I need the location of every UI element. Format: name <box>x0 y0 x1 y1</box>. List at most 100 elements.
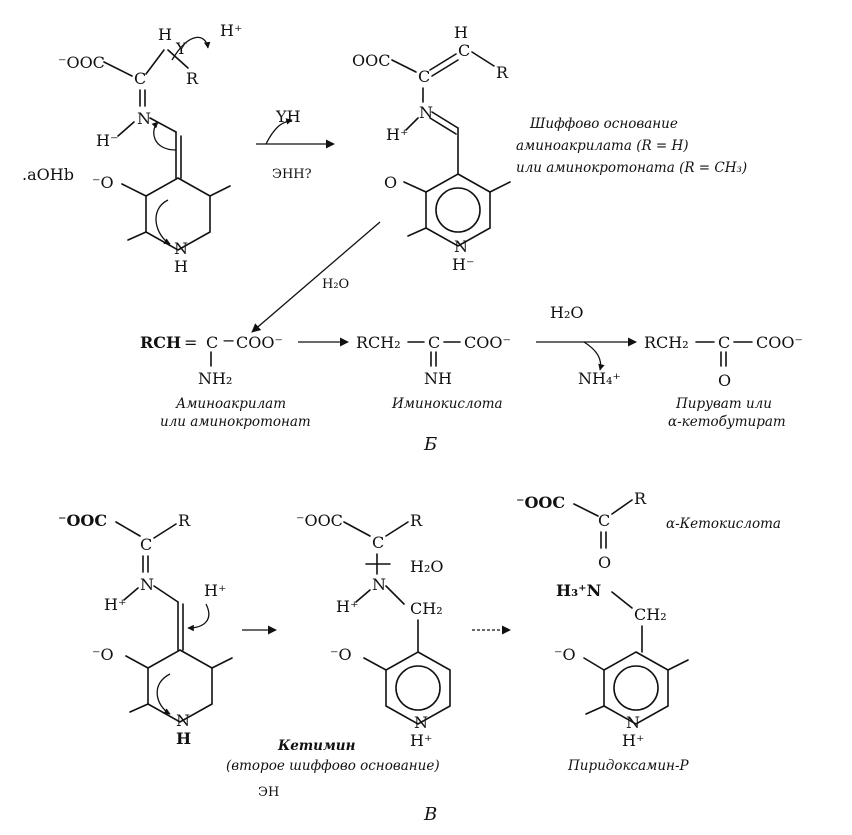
methyl-bond <box>407 227 427 237</box>
ring-nh-hydrogen-label: H <box>176 729 191 748</box>
alpha-carbon-label: C <box>418 67 430 86</box>
methyl-bond <box>667 659 689 671</box>
bond <box>355 589 371 603</box>
carboxylate-label: COO⁻ <box>236 333 283 352</box>
imino-group-label: NH <box>424 369 452 388</box>
bond <box>103 61 133 77</box>
r-group-label: R <box>634 489 647 508</box>
keto-oxygen-label: O <box>718 371 731 390</box>
double-bond-sign: = <box>184 333 197 352</box>
ketimine-caption: Кетимин <box>277 738 356 754</box>
carbon-label: C <box>428 333 440 352</box>
alpha-carbon-label: C <box>134 69 146 88</box>
bond <box>125 655 149 669</box>
alpha-carbon-label: C <box>140 535 152 554</box>
proton-label: H⁺ <box>220 21 242 40</box>
keto-carbon-label: C <box>598 511 610 530</box>
imine-nitrogen-label: N <box>137 109 151 128</box>
iminoacid-caption: Иминокислота <box>391 396 503 412</box>
keto-oxygen-label: O <box>598 553 611 572</box>
ring-nh-hydrogen-label: H <box>174 257 188 276</box>
carboxylate-label: ⁻OOC <box>516 493 565 512</box>
ketoacid-caption: α-Кетокислота <box>666 516 781 532</box>
nh-hydrogen-label: H⁺ <box>104 595 126 614</box>
caption-line-2: аминоакрилата (R = H) <box>516 138 689 154</box>
first-schiff-base-c: ⁻OOC C R N H⁺ H⁺ ⁻O N H <box>58 511 233 748</box>
carboxylate-label: ⁻OOC <box>58 511 107 530</box>
proton-label: H⁺ <box>204 581 226 600</box>
bond <box>343 521 371 537</box>
double-bond-b <box>431 59 459 77</box>
bond <box>153 523 177 539</box>
methyl-bond <box>209 185 231 197</box>
phenolate-label: ⁻O <box>92 645 114 664</box>
ketobutyrate-caption: α-кетобутират <box>668 414 786 430</box>
panel-label-b: Б <box>423 434 437 455</box>
carboxylate-label: OOC <box>352 51 390 70</box>
release-arrow <box>265 118 293 145</box>
pyruvate-caption: Пируват или <box>675 396 772 412</box>
ring-nitrogen-label: N <box>454 237 468 256</box>
hydrogen-label: H <box>454 23 468 42</box>
bond <box>611 499 633 515</box>
nh-hydrogen-label: H⁻ <box>96 131 118 150</box>
electron-arrow <box>151 121 177 151</box>
ring-proton-label: H⁺ <box>410 731 432 750</box>
nh-hydrogen-label: H⁺ <box>386 125 408 144</box>
methylene-label: CH₂ <box>410 599 443 618</box>
carboxylate-label: ⁻OOC <box>58 53 105 72</box>
electron-arrow <box>155 199 171 245</box>
ring-proton-label: H⁺ <box>622 731 644 750</box>
r-group-label: R <box>178 511 191 530</box>
bond <box>117 121 135 137</box>
phenolate-label: ⁻O <box>330 645 352 664</box>
double-bond-a <box>429 53 457 71</box>
ketimine: ⁻OOC C R H₂O N H⁺ CH₂ ⁻O N H⁺ Кетимин (в… <box>226 511 451 800</box>
double-bond-b <box>429 117 457 135</box>
schiff-base-substrate: ⁻OOC C H R Y H⁺ N H⁻ ⁻O .aOHb N H <box>22 21 242 276</box>
bond-sign: − <box>222 331 235 350</box>
aromatic-circle <box>613 665 659 711</box>
r-group-label: R <box>186 69 199 88</box>
margin-label: .aOHb <box>22 165 74 184</box>
rch2-label: RCH₂ <box>356 333 401 352</box>
enzyme-note: ЭН <box>258 785 279 800</box>
carboxylate-label: COO⁻ <box>464 333 511 352</box>
bond <box>573 503 599 517</box>
methyl-bond <box>585 705 605 715</box>
bond <box>385 521 409 537</box>
methylene-label: CH₂ <box>634 605 667 624</box>
bond <box>405 117 419 131</box>
pyridoxamine-products: ⁻OOC C R O α-Кетокислота H₃⁺N CH₂ ⁻O N H… <box>516 489 781 774</box>
water-label: H₂O <box>550 303 583 322</box>
bond <box>391 59 417 73</box>
aminoacrylate-schiff-base: OOC C C H R N H⁺ O N H⁻ <box>352 23 511 274</box>
carbon-label: C <box>206 333 218 352</box>
amino-group-label: NH₂ <box>198 369 232 388</box>
rch-label: RCH <box>140 333 181 352</box>
hydrolysis-chain: H₂O RCH = C − COO⁻ NH₂ RCH₂ C COO⁻ NH H₂… <box>140 221 803 455</box>
nh-hydrogen-label: H⁺ <box>336 597 358 616</box>
ring-nitrogen-label: N <box>626 713 640 732</box>
phenolate-label: ⁻O <box>554 645 576 664</box>
carbon-label: C <box>718 333 730 352</box>
released-group-label: YH <box>275 107 301 126</box>
double-bond-a <box>431 111 459 129</box>
water-label: H₂O <box>322 277 349 292</box>
aminocrotonate-caption: или аминокротонат <box>160 414 311 430</box>
aromatic-circle <box>395 665 441 711</box>
bond <box>145 49 165 75</box>
methyl-bond <box>129 703 149 713</box>
leaving-group-label: Y <box>175 39 187 58</box>
imine-nitrogen-label: N <box>419 103 433 122</box>
ring-nh-hydrogen-label: H⁻ <box>452 255 474 274</box>
bond <box>385 585 405 605</box>
schiff-base-caption: Шиффово основание аминоакрилата (R = H) … <box>516 116 747 176</box>
bond <box>123 587 139 601</box>
electron-arrow <box>187 603 210 632</box>
alpha-carbon-label: C <box>372 533 384 552</box>
bond <box>149 117 177 133</box>
r-group-label: R <box>410 511 423 530</box>
ammonium-label: NH₄⁺ <box>578 369 621 388</box>
